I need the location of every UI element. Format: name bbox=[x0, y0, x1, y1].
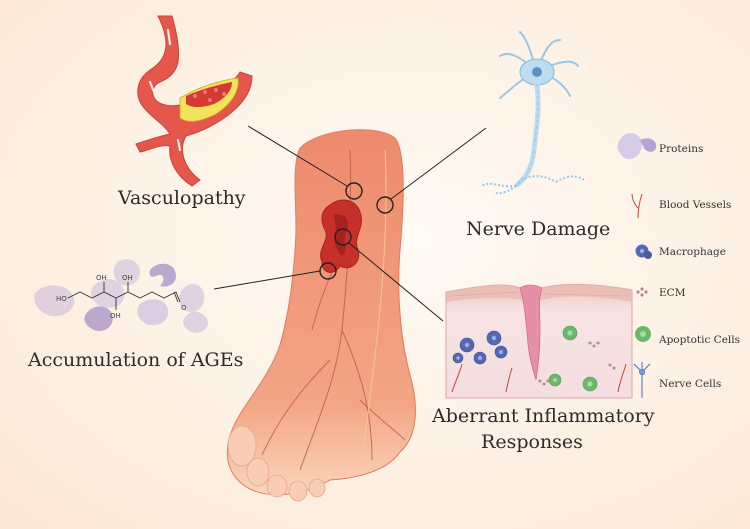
ages-molecule: OH OH OH HO O bbox=[34, 259, 208, 333]
chem-o: O bbox=[181, 304, 187, 312]
legend-icon-apoptotic bbox=[635, 326, 651, 342]
legend-icon-nerve bbox=[633, 362, 651, 398]
legend-macrophage: Macrophage bbox=[659, 246, 726, 258]
legend-icon-blood-vessels bbox=[631, 193, 643, 219]
chem-oh-1: OH bbox=[96, 274, 107, 282]
label-inflammatory-2: Responses bbox=[481, 431, 583, 453]
legend-proteins: Proteins bbox=[659, 143, 704, 155]
legend-icon-macrophage bbox=[635, 244, 652, 259]
label-vasculopathy: Vasculopathy bbox=[118, 187, 246, 209]
chem-oh-3: OH bbox=[110, 312, 121, 320]
leader-lines bbox=[213, 125, 487, 322]
nerve-trace bbox=[359, 149, 387, 471]
foot-shape bbox=[226, 129, 416, 496]
label-nerve-damage: Nerve Damage bbox=[466, 218, 611, 240]
legend-apoptotic-cells: Apoptotic Cells bbox=[659, 334, 741, 346]
tissue-vessels bbox=[451, 363, 627, 393]
legend-icons bbox=[617, 133, 657, 398]
vasculopathy-vessel bbox=[135, 15, 253, 187]
foot bbox=[213, 125, 487, 502]
chem-oh-2: OH bbox=[122, 274, 133, 282]
label-inflammatory-1: Aberrant Inflammatory bbox=[432, 405, 655, 427]
label-accumulation-ages: Accumulation of AGEs bbox=[28, 349, 244, 371]
neuron bbox=[481, 31, 585, 195]
legend-icon-proteins bbox=[617, 133, 657, 160]
tissue-section bbox=[445, 283, 633, 399]
legend-ecm: ECM bbox=[659, 287, 686, 299]
chem-ho: HO bbox=[56, 295, 67, 303]
legend-nerve-cells: Nerve Cells bbox=[659, 378, 722, 390]
callout-circles bbox=[319, 182, 394, 280]
legend-blood-vessels: Blood Vessels bbox=[659, 199, 732, 211]
legend-icon-ecm bbox=[636, 287, 648, 297]
toes bbox=[227, 425, 326, 502]
ecm-dots bbox=[538, 341, 616, 386]
